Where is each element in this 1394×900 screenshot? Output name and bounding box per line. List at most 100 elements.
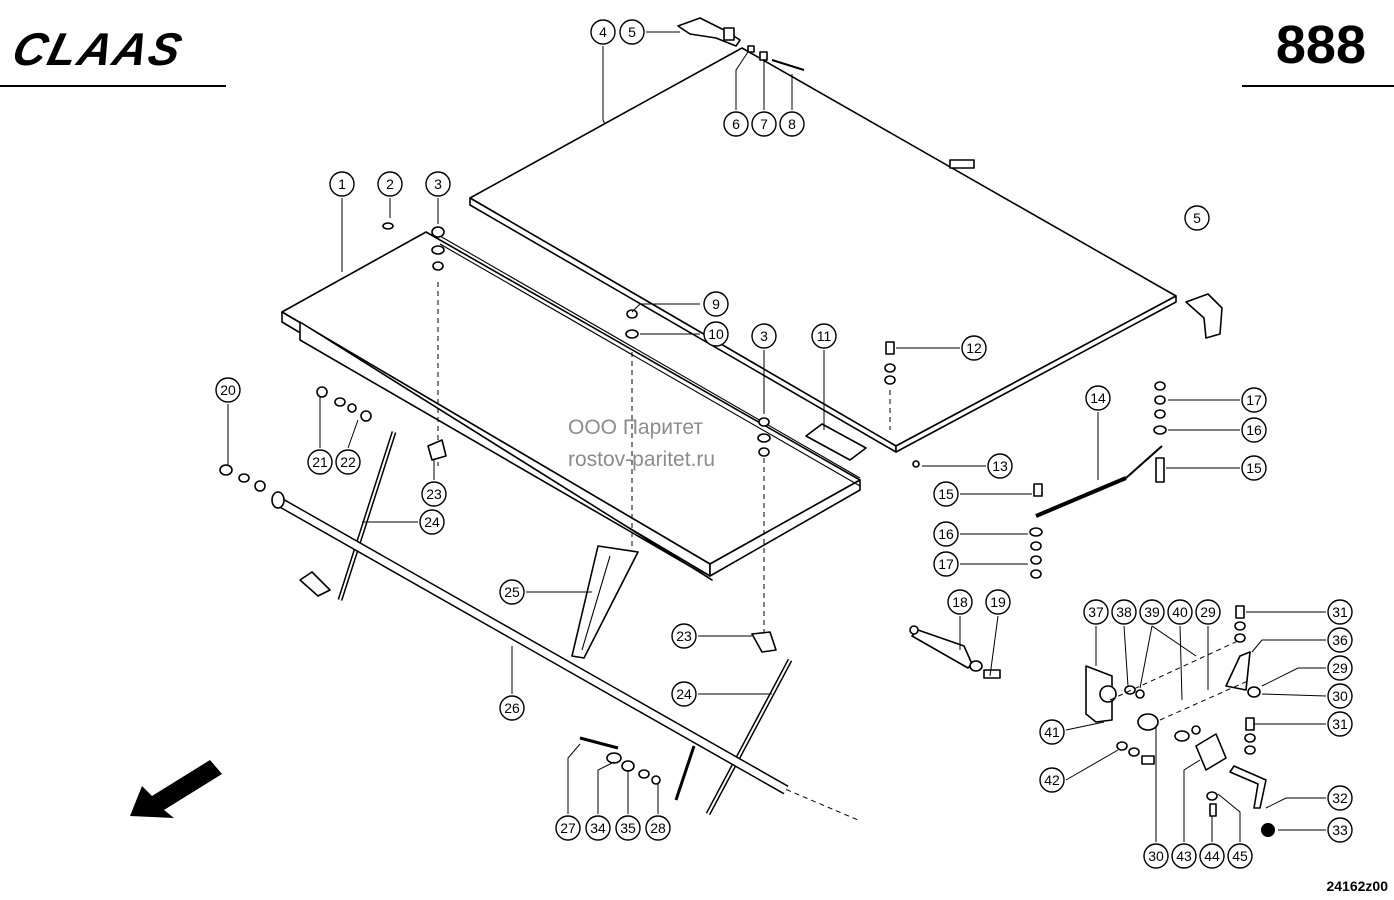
callout-10: 10 — [703, 321, 729, 347]
callout-31: 31 — [1327, 599, 1353, 625]
svg-text:12: 12 — [966, 340, 982, 356]
callout-16: 16 — [933, 521, 959, 547]
gas-strut-part-14 — [1035, 445, 1163, 518]
upper-panel-part-4 — [469, 47, 1177, 453]
svg-text:29: 29 — [1332, 660, 1348, 676]
svg-text:36: 36 — [1332, 632, 1348, 648]
svg-text:18: 18 — [952, 594, 968, 610]
callout-2: 2 — [377, 171, 403, 197]
svg-text:39: 39 — [1144, 604, 1160, 620]
bracket-part-11 — [805, 423, 867, 461]
callout-17: 17 — [933, 551, 959, 577]
callout-26: 26 — [499, 695, 525, 721]
callout-25: 25 — [499, 579, 525, 605]
watermark-line-1: ООО Паритет — [568, 416, 704, 439]
stay-rod-part-24-lower — [674, 658, 793, 816]
svg-text:35: 35 — [620, 820, 636, 836]
svg-text:8: 8 — [788, 116, 796, 132]
svg-text:24: 24 — [676, 686, 692, 702]
svg-text:42: 42 — [1044, 772, 1060, 788]
svg-text:4: 4 — [599, 24, 607, 40]
callout-42: 42 — [1039, 767, 1065, 793]
callout-9: 9 — [703, 291, 729, 317]
svg-text:31: 31 — [1332, 716, 1348, 732]
pin-part-6 — [747, 45, 755, 53]
svg-text:24: 24 — [424, 514, 440, 530]
svg-text:37: 37 — [1088, 604, 1104, 620]
svg-text:7: 7 — [760, 116, 768, 132]
svg-text:22: 22 — [340, 454, 356, 470]
callout-19: 19 — [985, 589, 1011, 615]
svg-text:14: 14 — [1090, 390, 1106, 406]
svg-text:44: 44 — [1204, 848, 1220, 864]
svg-text:23: 23 — [426, 486, 442, 502]
callout-5: 5 — [619, 19, 645, 45]
svg-text:3: 3 — [760, 328, 768, 344]
callout-3: 3 — [751, 323, 777, 349]
svg-text:27: 27 — [560, 820, 576, 836]
hinge-part-5-right — [1185, 293, 1223, 339]
svg-text:19: 19 — [990, 594, 1006, 610]
callout-34: 34 — [585, 815, 611, 841]
callout-24: 24 — [671, 681, 697, 707]
callout-44: 44 — [1199, 843, 1225, 869]
callout-30: 30 — [1327, 683, 1353, 709]
svg-text:2: 2 — [386, 176, 394, 192]
svg-text:41: 41 — [1044, 724, 1060, 740]
callout-16: 16 — [1241, 417, 1267, 443]
callout-32: 32 — [1327, 785, 1353, 811]
svg-text:38: 38 — [1116, 604, 1132, 620]
callout-23: 23 — [421, 481, 447, 507]
watermark: ООО Паритет rostov-paritet.ru — [568, 412, 715, 476]
callout-6: 6 — [723, 111, 749, 137]
svg-text:34: 34 — [590, 820, 606, 836]
rod-part-8 — [771, 59, 805, 71]
svg-text:16: 16 — [938, 526, 954, 542]
svg-text:9: 9 — [712, 296, 720, 312]
callout-7: 7 — [751, 111, 777, 137]
svg-text:29: 29 — [1200, 604, 1216, 620]
svg-text:1: 1 — [338, 176, 346, 192]
callout-3: 3 — [425, 171, 451, 197]
tube-part-26 — [271, 491, 789, 795]
svg-text:5: 5 — [628, 24, 636, 40]
callout-39: 39 — [1139, 599, 1165, 625]
svg-text:23: 23 — [676, 628, 692, 644]
svg-text:32: 32 — [1332, 790, 1348, 806]
callout-40: 40 — [1167, 599, 1193, 625]
knob-part-33 — [1261, 823, 1275, 837]
lock-mechanism-assembly — [1085, 605, 1275, 837]
svg-text:28: 28 — [650, 820, 666, 836]
svg-text:31: 31 — [1332, 604, 1348, 620]
callout-5: 5 — [1184, 205, 1210, 231]
callout-31: 31 — [1327, 711, 1353, 737]
callout-27: 27 — [555, 815, 581, 841]
callout-33: 33 — [1327, 817, 1353, 843]
support-bracket-part-25 — [571, 545, 639, 659]
handle-part-18 — [911, 629, 973, 669]
callout-15: 15 — [1241, 455, 1267, 481]
svg-text:33: 33 — [1332, 822, 1348, 838]
callout-14: 14 — [1085, 385, 1111, 411]
callout-24: 24 — [419, 509, 445, 535]
svg-text:20: 20 — [220, 382, 236, 398]
svg-text:6: 6 — [732, 116, 740, 132]
svg-text:15: 15 — [1246, 460, 1262, 476]
callout-41: 41 — [1039, 719, 1065, 745]
callout-23: 23 — [671, 623, 697, 649]
lower-panel-part-1 — [281, 231, 861, 581]
callout-leaders — [227, 31, 1327, 842]
callout-29: 29 — [1195, 599, 1221, 625]
svg-text:45: 45 — [1232, 848, 1248, 864]
callout-1: 1 — [329, 171, 355, 197]
callout-43: 43 — [1171, 843, 1197, 869]
sheet-number: 888 — [1275, 15, 1366, 75]
svg-text:16: 16 — [1246, 422, 1262, 438]
svg-text:17: 17 — [938, 556, 954, 572]
callout-37: 37 — [1083, 599, 1109, 625]
svg-text:10: 10 — [708, 326, 724, 342]
svg-text:40: 40 — [1172, 604, 1188, 620]
callout-13: 13 — [987, 453, 1013, 479]
callout-38: 38 — [1111, 599, 1137, 625]
